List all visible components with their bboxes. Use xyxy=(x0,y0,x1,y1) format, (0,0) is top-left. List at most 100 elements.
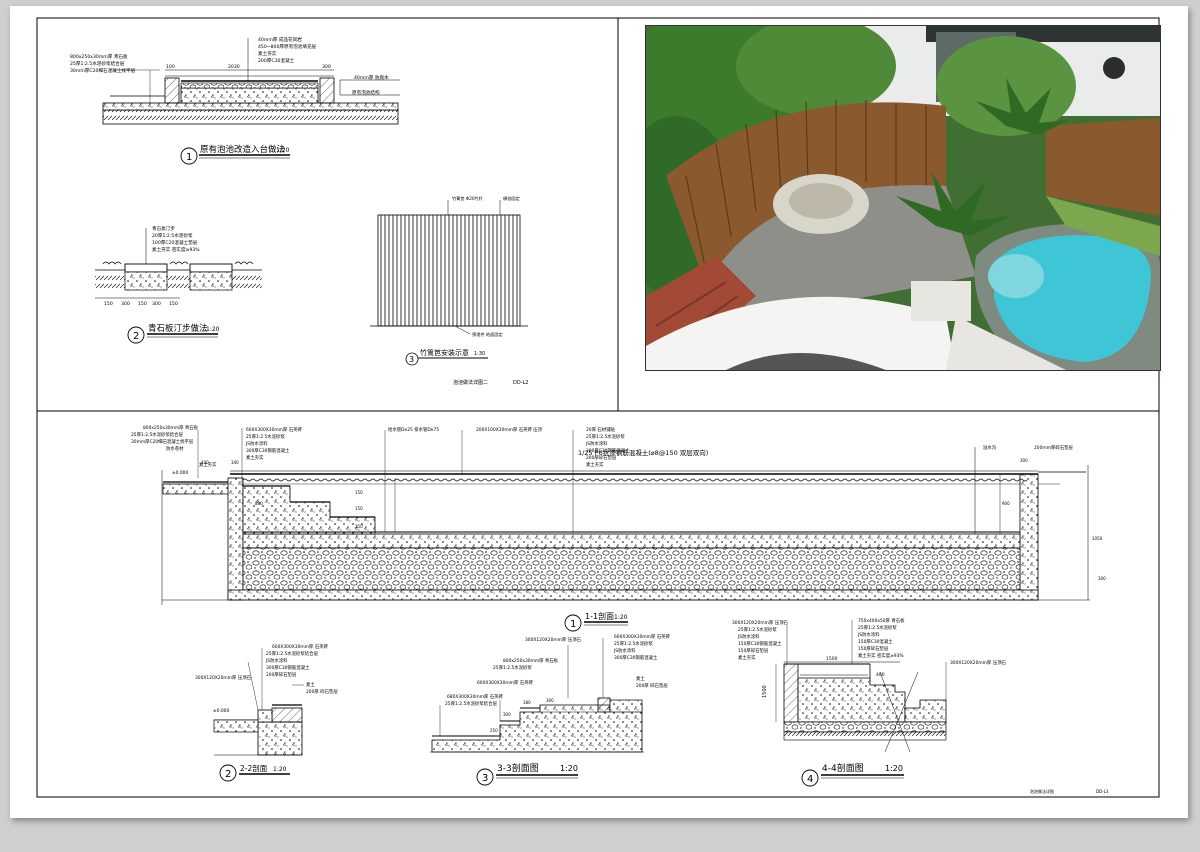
s22-number: 2 xyxy=(225,769,231,780)
s33-dim-2: 250 xyxy=(490,728,498,733)
s44-number: 4 xyxy=(807,774,813,785)
d3-label-top-1: 横档固定 xyxy=(503,195,520,202)
d2-dim-4: 150 xyxy=(169,301,178,307)
s11-struct-5: 素土夯实 xyxy=(586,461,604,468)
s11-dim-7: 900 xyxy=(1002,501,1010,506)
s33-dim-3: 300 xyxy=(546,698,554,703)
s33-dim-1: 180 xyxy=(523,700,531,705)
footer-name: 泡池做法详图 xyxy=(1030,788,1054,794)
s44-scale: 1:20 xyxy=(885,764,903,773)
d1-label-top-0: 40mm厚 成品花岗岩 xyxy=(258,36,302,43)
section-4-4 xyxy=(775,620,947,753)
s11-elev: ±0.000 xyxy=(172,470,188,476)
s44-left-5: 素土夯实 xyxy=(738,654,756,661)
detail-3-title-block: 3 竹篱笆安装示意 1:30 xyxy=(405,348,488,366)
s22-label-5: 300X120X20mm厚 压顶石 xyxy=(195,675,251,681)
section-2-2-labels: 600X300X30mm厚 石英砖 25厚1:2.5水泥砂浆结合层 JS防水涂料… xyxy=(195,643,338,714)
s44-dim-0: 1500 xyxy=(762,685,768,698)
s11-right-0: 溢水沟 xyxy=(983,444,997,451)
d1-label-right-1: 原有泡池结构 xyxy=(352,89,380,96)
section-2-2-title-block: 2 2-2剖面 1:20 xyxy=(219,763,290,782)
s33-scale: 1:20 xyxy=(560,764,578,773)
s11-dim-5: 150 xyxy=(355,490,363,495)
s11-dim-2: 880 xyxy=(255,501,263,506)
s11-number: 1 xyxy=(570,619,576,630)
s33-left-2: 25厚1:2.5水泥砂浆 xyxy=(493,664,532,671)
section-1-1-labels: 800x250x30mm厚 青石板 25厚1:2.5水泥砂浆结合层 30mm厚C… xyxy=(131,424,1106,581)
s11-mid-3: 300厚C30钢筋混凝土 xyxy=(246,447,290,454)
s11-left-1: 25厚1:2.5水泥砂浆结合层 xyxy=(131,431,184,438)
d3-label-bottom-0: 预埋件 地面固定 xyxy=(472,331,503,338)
detail-2-title-block: 2 青石板汀步做法 1:20 xyxy=(127,323,220,344)
sheet-border xyxy=(36,17,1160,798)
d2-title: 青石板汀步做法 xyxy=(148,323,208,334)
s11-struct-4: 200厚碎石垫层 xyxy=(586,454,617,461)
s11-title: 1-1剖面 xyxy=(585,611,614,621)
s11-dim-6: 300 xyxy=(1020,458,1028,463)
s44-dim-1: 1500 xyxy=(826,656,838,662)
s44-mid-0: 750x400x50厚 青石板 xyxy=(858,617,905,624)
s22-label-0: 600X300X30mm厚 石英砖 xyxy=(272,643,328,650)
section-1-1-title-block: 1 1-1剖面 1:20 xyxy=(564,611,628,632)
detail-1-raised-platform xyxy=(102,38,400,125)
s11-mid-1: 25厚1:2.5水泥砂浆 xyxy=(246,433,285,440)
s11-scale: 1:20 xyxy=(614,614,628,621)
s11-dim-1: 340 xyxy=(231,460,239,465)
s11-dim-9: 300 xyxy=(1098,576,1106,581)
s22-title: 2-2剖面 xyxy=(240,763,268,773)
s44-mid-1: 25厚1:2.5水泥砂浆 xyxy=(858,624,897,631)
d1-label-top-3: 200厚C30混凝土 xyxy=(258,57,295,64)
s33-left-0: 300X120X20mm厚 压顶石 xyxy=(525,637,581,643)
s33-right-1: 25厚1:2.5水泥砂浆 xyxy=(614,640,653,647)
s44-left-4: 150厚碎石垫层 xyxy=(738,647,769,654)
s33-right-0: 600X300X30mm厚 石英砖 xyxy=(614,633,670,640)
s11-mid-4: 素土夯实 xyxy=(246,454,264,461)
s33-title: 3-3剖面图 xyxy=(497,762,539,774)
s11-dim-0: 100 xyxy=(201,460,209,465)
section-2-2 xyxy=(213,648,304,756)
s11-struct-0: 20厚 石材铺贴 xyxy=(586,426,616,433)
d1-label-left-0: 800x250x30mm厚 青石板 xyxy=(70,53,128,60)
d1-label-top-2: 素土夯实 xyxy=(258,50,277,57)
aerial-photo-art xyxy=(646,26,1160,370)
s22-label-4: 200厚碎石垫层 xyxy=(266,671,297,678)
s33-left-1: 800x250x30mm厚 青石板 xyxy=(503,657,559,664)
section-3-3 xyxy=(430,638,644,753)
detail-1-title-block: 1 原有泡池改造入台做法 1:20 xyxy=(180,144,290,165)
s11-struct-3: 300厚C30钢筋混凝土 xyxy=(586,447,630,454)
s33-right-3: 300厚C30钢筋混凝土 xyxy=(614,654,658,661)
d2-dim-2: 150 xyxy=(138,301,147,307)
d1-number: 1 xyxy=(186,152,192,163)
detail-1-labels: 800x250x30mm厚 青石板 25厚1:2.5水泥砂浆结合层 30mm厚C… xyxy=(70,36,389,96)
s44-dim-2: 400 xyxy=(876,672,885,678)
d1-scale: 1:20 xyxy=(276,147,290,154)
d3-scale: 1:30 xyxy=(474,351,485,357)
d2-scale: 1:20 xyxy=(206,326,220,333)
s44-mid-4: 150厚碎石垫层 xyxy=(858,645,889,652)
s44-mid-5: 素土夯实 密实度≥93% xyxy=(858,652,904,659)
s11-right-1: 200mm厚碎石垫层 xyxy=(1034,444,1073,451)
d2-label-3: 素土夯实 密实度≥93% xyxy=(152,246,200,253)
s11-struct-1: 25厚1:2.5水泥砂浆 xyxy=(586,433,625,440)
d3-label-top-0: 竹篱笆 Φ20竹杆 xyxy=(452,195,484,202)
d3-title: 竹篱笆安装示意 xyxy=(420,348,469,357)
s33-right-4: 素土 xyxy=(636,675,645,682)
d1-label-left-2: 30mm厚C20细石混凝土找平层 xyxy=(70,67,136,74)
s33-left-4: 680X300X30mm厚 石英砖 xyxy=(447,693,503,700)
d1-number-circle xyxy=(180,147,198,165)
s11-mid-0: 600X300X30mm厚 石英砖 xyxy=(246,426,302,433)
d2-label-0: 青石板汀步 xyxy=(152,225,175,232)
d1-dim-2: 300 xyxy=(322,64,331,70)
detail-2-stepping-stones xyxy=(95,228,262,299)
s44-left-1: 25厚1:2.5水泥砂浆 xyxy=(738,626,777,633)
s22-label-1: 25厚1:2.5水泥砂浆结合层 xyxy=(266,650,319,657)
s22-label-7: 200厚 碎石垫层 xyxy=(306,688,338,695)
s11-callout: 1/25 P6抗渗钢筋混凝土(⌀8@150 双层双向) xyxy=(578,448,708,457)
d2-label-2: 100厚C20混凝土垫层 xyxy=(152,239,198,246)
s44-left-3: 150厚C30钢筋混凝土 xyxy=(738,640,782,647)
footer-code: DD-L3 xyxy=(1096,789,1109,794)
s33-right-5: 200厚 碎石垫层 xyxy=(636,682,668,689)
s11-mid-2: JS防水涂料 xyxy=(245,440,268,447)
s44-mid-2: JS防水涂料 xyxy=(857,631,880,638)
